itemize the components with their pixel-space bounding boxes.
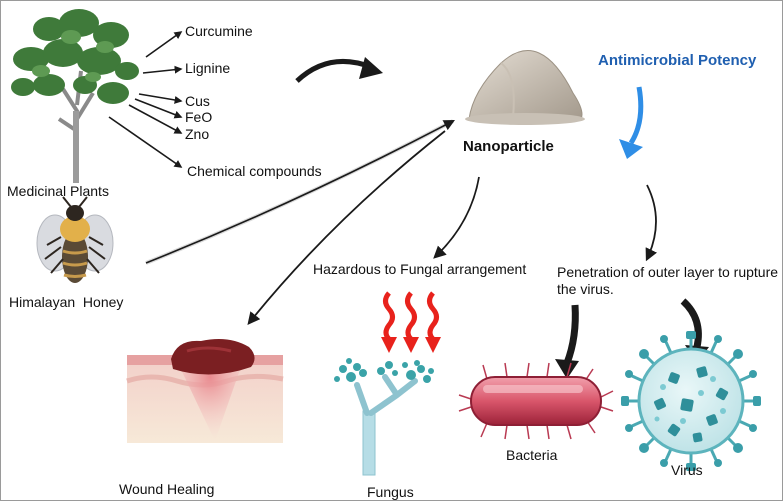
bacteria-icon xyxy=(458,362,614,440)
label-zno: Zno xyxy=(185,126,210,142)
label-cus: Cus xyxy=(185,93,210,109)
blue-arrow-icon xyxy=(619,86,644,159)
label-bacteria: Bacteria xyxy=(506,447,558,463)
virus-icon xyxy=(621,331,761,471)
label-penetration: Penetration of outer layer to rupture th… xyxy=(557,264,779,297)
label-lignine: Lignine xyxy=(185,60,231,76)
bee-icon xyxy=(36,196,114,283)
powder-pile-icon xyxy=(465,50,585,125)
label-wound-healing: Wound Healing xyxy=(119,481,215,497)
fungus-icon xyxy=(334,358,434,476)
tree-icon xyxy=(11,9,139,183)
label-nanoparticle: Nanoparticle xyxy=(463,138,554,155)
label-virus: Virus xyxy=(671,462,703,478)
label-fungus: Fungus xyxy=(367,484,414,500)
label-hazardous-fungal: Hazardous to Fungal arrangement xyxy=(313,261,527,277)
label-feo: FeO xyxy=(185,109,213,125)
label-curcumine: Curcumine xyxy=(185,23,253,39)
heat-arrows-icon xyxy=(383,291,439,341)
label-chemical-compounds: Chemical compounds xyxy=(187,163,322,179)
label-antimicrobial-potency: Antimicrobial Potency xyxy=(598,52,757,69)
skin-wound-icon xyxy=(126,339,284,443)
label-medicinal-plants: Medicinal Plants xyxy=(7,183,109,199)
label-himalayan-honey: Himalayan Honey xyxy=(9,294,124,310)
